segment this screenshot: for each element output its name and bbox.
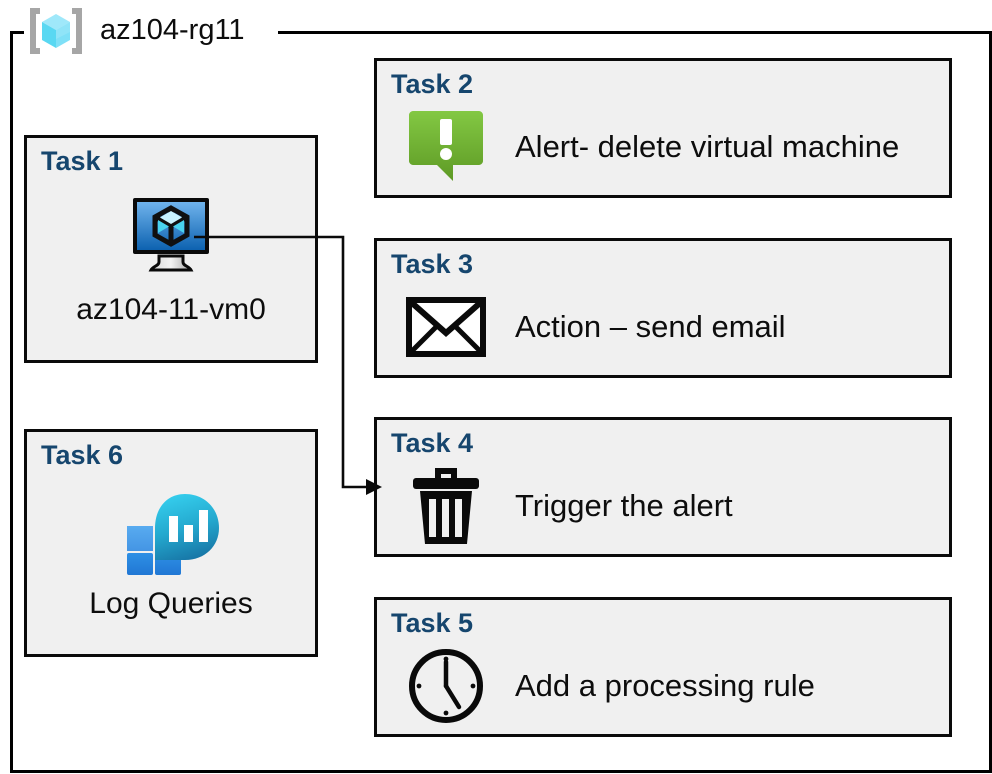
card-task6-title: Task 6 xyxy=(41,440,124,470)
card-task1[interactable]: Task 1 xyxy=(24,135,318,363)
card-task2[interactable]: Task 2 Alert- delete virtual machine xyxy=(374,58,952,198)
card-task3-title: Task 3 xyxy=(391,249,474,279)
resource-group-frame-left xyxy=(10,31,13,773)
alert-speech-bubble-icon xyxy=(399,105,493,189)
card-task4-title: Task 4 xyxy=(391,428,474,458)
card-task5-content: Add a processing rule xyxy=(399,642,939,730)
resource-group-frame-right xyxy=(989,31,992,773)
resource-group-frame-bottom xyxy=(10,770,992,773)
card-task6[interactable]: Task 6 xyxy=(24,429,318,657)
resource-group-label: az104-rg11 xyxy=(100,14,245,46)
card-task2-content: Alert- delete virtual machine xyxy=(399,103,939,191)
card-task5-label: Add a processing rule xyxy=(515,668,815,703)
card-task4-content: Trigger the alert xyxy=(399,462,939,550)
card-task3-label: Action – send email xyxy=(515,309,786,344)
card-task4[interactable]: Task 4 Trigger the alert xyxy=(374,417,952,557)
card-task1-title: Task 1 xyxy=(41,146,124,176)
card-task3[interactable]: Task 3 Action – send email xyxy=(374,238,952,378)
virtual-machine-icon xyxy=(27,194,315,278)
card-task2-title: Task 2 xyxy=(391,69,474,99)
trash-can-icon xyxy=(399,464,493,548)
resource-group-frame-top-left-stub xyxy=(10,31,24,34)
card-task2-label: Alert- delete virtual machine xyxy=(515,129,900,164)
card-task3-content: Action – send email xyxy=(399,283,939,371)
log-analytics-icon xyxy=(27,488,315,576)
clock-icon xyxy=(399,644,493,728)
azure-resource-group-icon xyxy=(28,6,84,56)
envelope-icon xyxy=(399,285,493,369)
card-task6-label: Log Queries xyxy=(89,587,253,620)
card-task1-label: az104-11-vm0 xyxy=(76,293,266,326)
resource-group-frame-top-right xyxy=(278,31,992,34)
card-task4-label: Trigger the alert xyxy=(515,488,733,523)
card-task5-title: Task 5 xyxy=(391,608,474,638)
card-task5[interactable]: Task 5 Add a processing rule xyxy=(374,597,952,737)
